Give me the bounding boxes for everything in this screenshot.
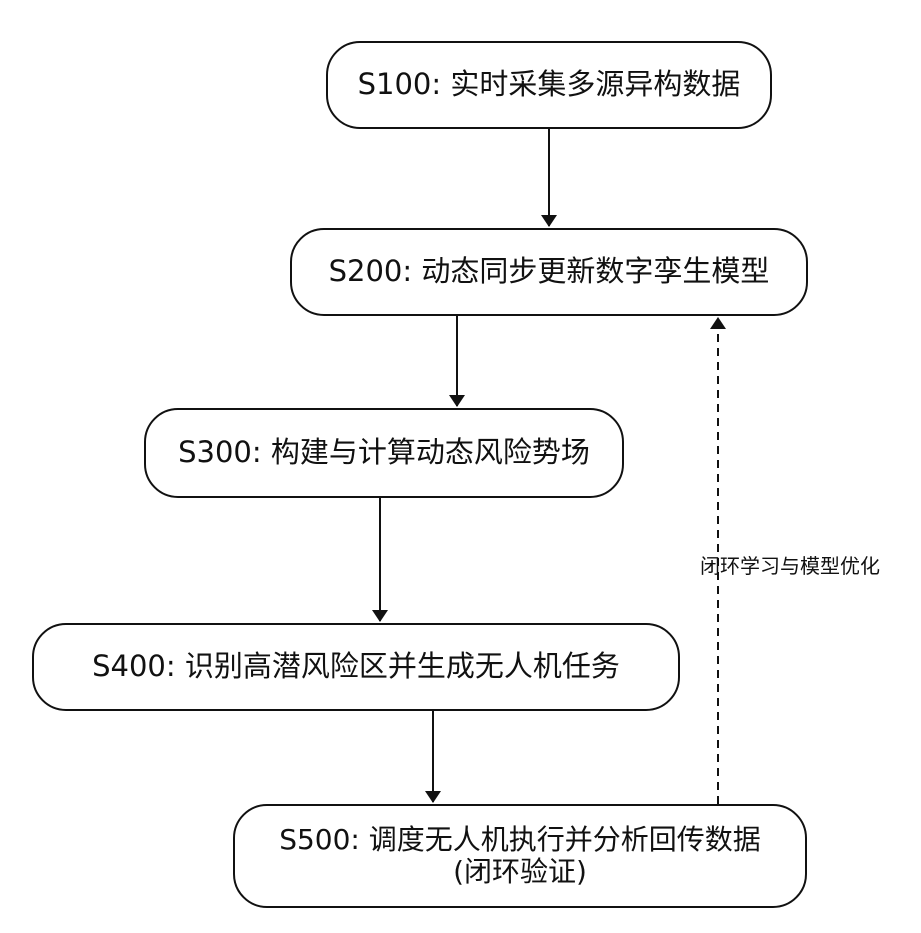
step-s500-sublabel: (闭环验证): [453, 856, 587, 888]
step-s500-box: S500: 调度无人机执行并分析回传数据 (闭环验证): [233, 804, 807, 908]
step-s100-label: S100: 实时采集多源异构数据: [358, 68, 741, 101]
step-s500-label: S500: 调度无人机执行并分析回传数据: [279, 824, 761, 856]
step-s100-box: S100: 实时采集多源异构数据: [326, 41, 772, 129]
feedback-label: 闭环学习与模型优化: [700, 550, 880, 579]
step-s400-box: S400: 识别高潜风险区并生成无人机任务: [32, 623, 680, 711]
step-s300-label: S300: 构建与计算动态风险势场: [178, 436, 590, 469]
step-s300-box: S300: 构建与计算动态风险势场: [144, 408, 624, 498]
step-s200-box: S200: 动态同步更新数字孪生模型: [290, 228, 808, 316]
step-s400-label: S400: 识别高潜风险区并生成无人机任务: [92, 650, 620, 683]
step-s200-label: S200: 动态同步更新数字孪生模型: [329, 255, 770, 288]
